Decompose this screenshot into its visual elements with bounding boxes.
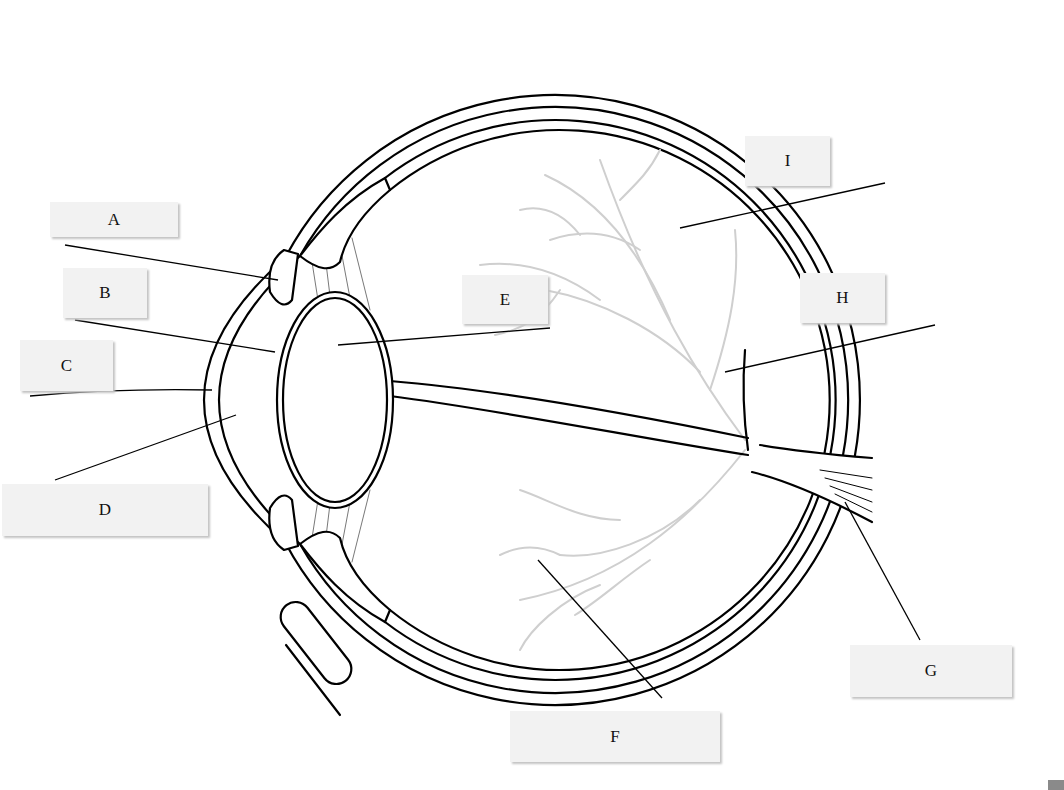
optic-nerve-fill: [752, 445, 872, 522]
label-box: I: [745, 136, 830, 186]
part-letter: B: [99, 283, 110, 303]
hyaloid-canal: [390, 381, 748, 438]
sclera-inner: [219, 107, 848, 693]
part-letter: C: [61, 356, 72, 376]
sclera-outer: [204, 95, 860, 705]
nerve-fibres: [820, 470, 872, 512]
label-box: E: [462, 275, 548, 324]
label-box: D: [2, 484, 208, 536]
choroid: [385, 120, 836, 680]
lens: [283, 298, 387, 502]
label-box: B: [63, 268, 147, 318]
optic-nerve: [752, 472, 872, 522]
leader-lines: [30, 183, 935, 698]
part-letter: G: [925, 661, 937, 681]
iris: [269, 496, 298, 551]
blood-vessels: [480, 150, 745, 650]
part-letter: I: [785, 151, 791, 171]
part-letter: F: [610, 727, 619, 747]
label-box: A: [50, 202, 178, 237]
retina: [390, 130, 830, 670]
optic-nerve: [760, 445, 872, 458]
ciliary-body: [300, 178, 390, 268]
label-box: H: [800, 273, 885, 323]
part-letter: E: [500, 290, 510, 310]
iris: [269, 250, 298, 305]
part-letter: D: [99, 500, 111, 520]
hyaloid-canal: [390, 396, 748, 455]
part-letter: A: [108, 210, 120, 230]
optic-disc: [744, 350, 748, 450]
lens-outer: [277, 292, 393, 508]
eyelid-line: [286, 645, 340, 715]
corner-mark: [1048, 780, 1064, 790]
label-box: C: [20, 340, 113, 391]
label-box: F: [510, 711, 720, 762]
part-letter: H: [836, 288, 848, 308]
label-box: G: [850, 645, 1012, 697]
ciliary-body: [300, 532, 390, 622]
